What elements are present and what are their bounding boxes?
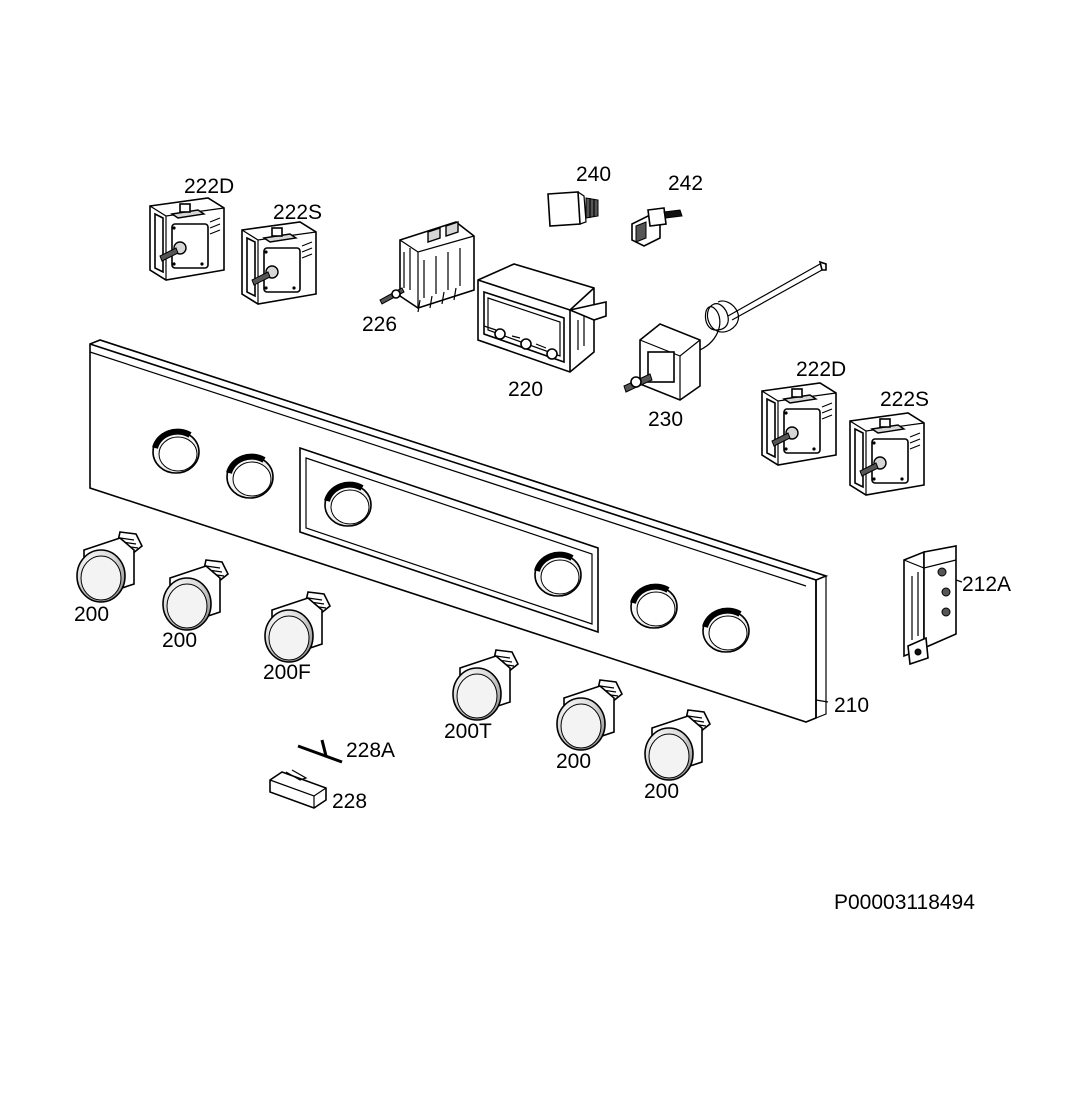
energy-regulator-222d-right xyxy=(761,382,837,466)
spring-228a xyxy=(297,739,343,764)
control-panel-210 xyxy=(89,339,829,723)
knob-200-c xyxy=(556,679,623,751)
label-200t: 200T xyxy=(444,720,492,743)
label-200-d: 200 xyxy=(644,780,679,803)
label-200-c: 200 xyxy=(556,750,591,773)
energy-regulator-222d-top xyxy=(149,197,225,281)
knob-200f xyxy=(264,591,331,663)
label-222s-right: 222S xyxy=(880,388,929,411)
label-220: 220 xyxy=(508,378,543,401)
label-212a: 212A xyxy=(962,573,1011,596)
part-228 xyxy=(269,769,327,809)
programmer-timer-220 xyxy=(477,263,607,373)
knob-200t xyxy=(452,649,519,721)
selector-switch-226 xyxy=(379,221,475,313)
leader-lines xyxy=(815,579,963,703)
label-230: 230 xyxy=(648,408,683,431)
label-200-a: 200 xyxy=(74,603,109,626)
part-labels: 222D 222S 240 242 226 220 230 222D 222S … xyxy=(74,163,1011,914)
lamp-242 xyxy=(631,207,683,247)
knob-200-b xyxy=(162,559,229,631)
bracket-212a xyxy=(903,545,957,666)
label-222d-top: 222D xyxy=(184,175,234,198)
label-222s-top: 222S xyxy=(273,201,322,224)
thermostat-230 xyxy=(623,260,827,401)
label-228a: 228A xyxy=(346,739,395,762)
energy-regulator-222s-top xyxy=(241,221,317,305)
label-240: 240 xyxy=(576,163,611,186)
label-242: 242 xyxy=(668,172,703,195)
label-200-b: 200 xyxy=(162,629,197,652)
drawing-id: P00003118494 xyxy=(834,891,975,914)
label-228: 228 xyxy=(332,790,367,813)
knob-200-d xyxy=(644,709,711,781)
indicator-lamp-240 xyxy=(547,191,599,227)
label-200f: 200F xyxy=(263,661,311,684)
label-222d-right: 222D xyxy=(796,358,846,381)
label-210: 210 xyxy=(834,694,869,717)
label-226: 226 xyxy=(362,313,397,336)
energy-regulator-222s-right xyxy=(849,412,925,496)
knob-200-a xyxy=(76,531,143,603)
